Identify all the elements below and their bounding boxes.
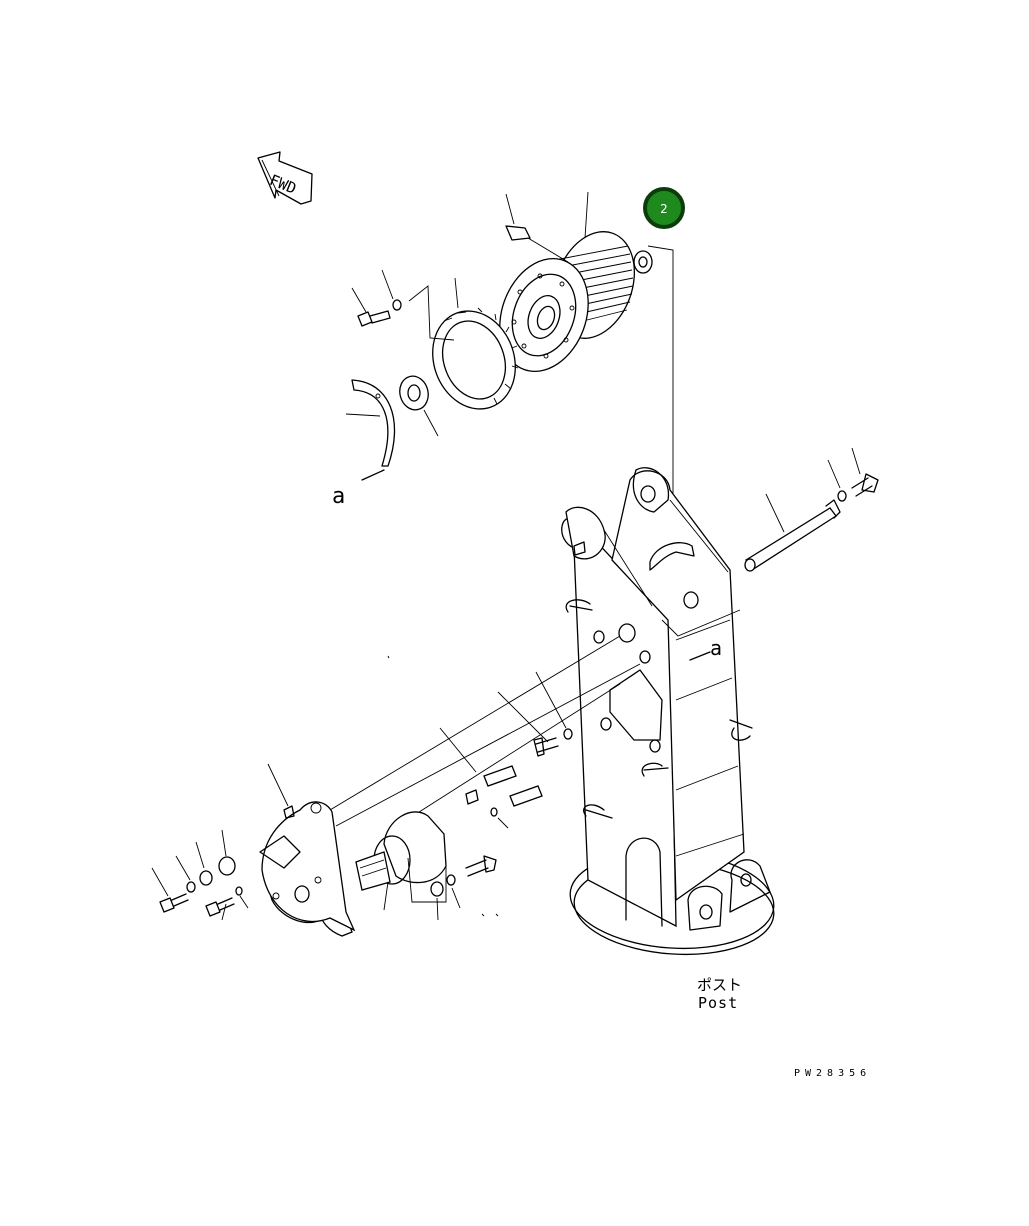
reference-mark-a-left: a	[332, 484, 345, 509]
reference-mark-a-right: a	[710, 636, 722, 660]
hydraulic-motor	[355, 811, 447, 891]
bolt-lower-mid	[205, 897, 235, 917]
nut	[633, 250, 653, 274]
part-caption-japanese: ポスト	[697, 976, 742, 994]
post	[561, 467, 775, 956]
bolt-right	[851, 473, 879, 497]
pin	[744, 499, 841, 572]
bolt-middle	[533, 737, 559, 757]
bolt-lower-left	[159, 893, 189, 913]
callout-number: 2	[660, 202, 668, 216]
winch-drum	[499, 231, 636, 373]
bolt-lower-centre	[465, 855, 497, 877]
fwd-label: FWD	[267, 171, 299, 198]
drawing-code: PW28356	[794, 1068, 871, 1079]
bolt-upper	[357, 310, 391, 327]
motor-housing	[259, 801, 356, 937]
bearing	[399, 375, 429, 411]
part-callout-badge[interactable]: 2	[643, 187, 685, 229]
callout-circle	[643, 187, 685, 229]
part-caption-english: Post	[698, 994, 738, 1012]
stud-bolts	[483, 765, 543, 807]
brake-band	[351, 379, 396, 467]
fwd-arrow-icon: FWD	[257, 151, 313, 205]
ring-gear	[432, 307, 519, 410]
